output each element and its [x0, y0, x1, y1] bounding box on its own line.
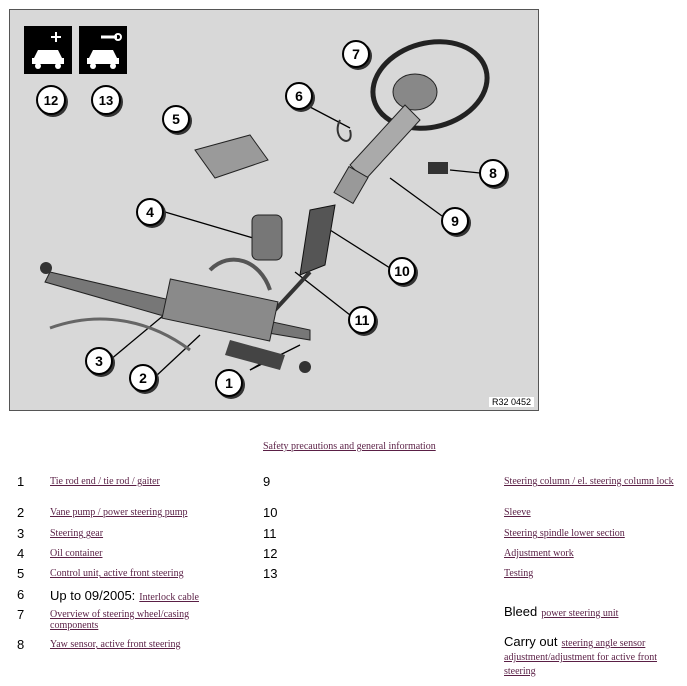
item-number: 3	[17, 526, 25, 541]
figure-code: R32 0452	[488, 397, 534, 407]
callout-10: 10	[388, 257, 416, 285]
item-number: 12	[263, 546, 278, 561]
item-number: 10	[263, 505, 278, 520]
item-number: 6	[17, 587, 25, 602]
adjustment-badge[interactable]	[24, 26, 72, 74]
safety-precautions-link[interactable]: Safety precautions and general informati…	[263, 441, 436, 452]
steering-angle-sensor-link[interactable]: steering angle sensor adjustment/adjustm…	[504, 638, 658, 677]
steering-illustration	[40, 39, 490, 378]
steering-gear-link[interactable]: Steering gear	[50, 528, 104, 539]
control-unit-link[interactable]: Control unit, active front steering	[50, 568, 184, 579]
item-number: 1	[17, 474, 25, 489]
callout-2: 2	[129, 364, 157, 392]
item-number: 5	[17, 566, 25, 581]
steering-diagram: 12 13 1 2 3 4 5 6 7 8 9 10 11 R32 0452	[9, 9, 539, 411]
tie-rod-link[interactable]: Tie rod end / tie rod / gaiter	[50, 476, 160, 487]
car-wrench-icon	[81, 28, 125, 72]
callout-6: 6	[285, 82, 313, 110]
interlock-cable-link[interactable]: Interlock cable	[139, 592, 199, 603]
vane-pump-link[interactable]: Vane pump / power steering pump	[50, 507, 188, 518]
callout-9: 9	[441, 207, 469, 235]
car-adjust-icon	[26, 28, 70, 72]
interlock-prefix: Up to 09/2005:	[50, 588, 136, 603]
callout-12: 12	[36, 85, 66, 115]
item-number: 9	[263, 474, 271, 489]
callout-4: 4	[136, 198, 164, 226]
item-number: 11	[263, 526, 277, 541]
callout-1: 1	[215, 369, 243, 397]
sleeve-link[interactable]: Sleeve	[504, 507, 531, 518]
bleed-row: Bleed power steering unit	[504, 604, 684, 620]
bleed-prefix: Bleed	[504, 604, 538, 619]
steering-wheel-overview-link[interactable]: Overview of steering wheel/casing compon…	[50, 609, 190, 631]
carry-out-prefix: Carry out	[504, 634, 558, 649]
item-number: 8	[17, 637, 25, 652]
testing-link[interactable]: Testing	[504, 568, 534, 579]
testing-badge[interactable]	[79, 26, 127, 74]
item-number: 13	[263, 566, 278, 581]
steering-column-link[interactable]: Steering column / el. steering column lo…	[504, 476, 674, 487]
callout-8: 8	[479, 159, 507, 187]
steering-spindle-link[interactable]: Steering spindle lower section	[504, 528, 625, 539]
yaw-sensor-link[interactable]: Yaw sensor, active front steering	[50, 639, 181, 650]
callout-3: 3	[85, 347, 113, 375]
oil-container-link[interactable]: Oil container	[50, 548, 103, 559]
power-steering-bleed-link[interactable]: power steering unit	[541, 608, 619, 619]
item-number: 2	[17, 505, 25, 520]
item-number: 4	[17, 546, 25, 561]
callout-5: 5	[162, 105, 190, 133]
adjustment-work-link[interactable]: Adjustment work	[504, 548, 574, 559]
callout-11: 11	[348, 306, 376, 334]
callout-13: 13	[91, 85, 121, 115]
carry-out-row: Carry out steering angle sensor adjustme…	[504, 634, 684, 678]
item-number: 7	[17, 607, 25, 622]
callout-7: 7	[342, 40, 370, 68]
interlock-row: Up to 09/2005: Interlock cable	[50, 587, 199, 605]
